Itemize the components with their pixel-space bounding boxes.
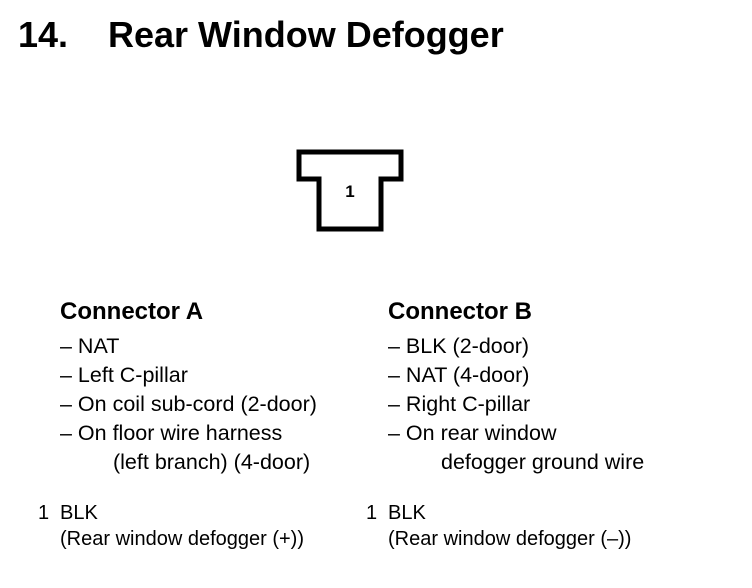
connector-a-heading: Connector A [60, 298, 204, 325]
connector-b-line: – BLK (2-door) [388, 334, 530, 358]
connector-pin-label: 1 [345, 182, 354, 201]
connector-outline [296, 149, 404, 232]
pin-description: (Rear window defogger (+)) [60, 528, 304, 550]
connector-a-line: – On floor wire harness [60, 421, 283, 445]
connector-b-pin: 1 BLK (Rear window defogger (–)) [366, 500, 631, 552]
pin-number: 1 [38, 502, 50, 524]
connector-b-line: – NAT (4-door) [388, 363, 530, 387]
connector-b-line-continuation: defogger ground wire [441, 450, 645, 474]
connector-b-line: – Right C-pillar [388, 392, 531, 416]
pin-number: 1 [366, 502, 378, 524]
connector-a-line: – NAT [60, 334, 120, 358]
page-title: 14. Rear Window Defogger [18, 14, 504, 56]
connector-a-pin: 1 BLK (Rear window defogger (+)) [38, 500, 304, 552]
connector-b-info: Connector B – BLK (2-door) – NAT (4-door… [388, 297, 644, 477]
pin-description: (Rear window defogger (–)) [388, 528, 632, 550]
pin-wire-color: BLK [60, 502, 98, 524]
section-number: 14. [18, 14, 69, 55]
connector-a-line: – Left C-pillar [60, 363, 188, 387]
connector-b-heading: Connector B [388, 298, 532, 325]
connector-a-info: Connector A – NAT – Left C-pillar – On c… [60, 297, 317, 477]
section-title: Rear Window Defogger [108, 14, 504, 55]
connector-b-line: – On rear window [388, 421, 557, 445]
connector-a-line: – On coil sub-cord (2-door) [60, 392, 317, 416]
connector-face-diagram: 1 [296, 149, 404, 232]
pin-wire-color: BLK [388, 502, 426, 524]
connector-a-line-continuation: (left branch) (4-door) [113, 450, 311, 474]
